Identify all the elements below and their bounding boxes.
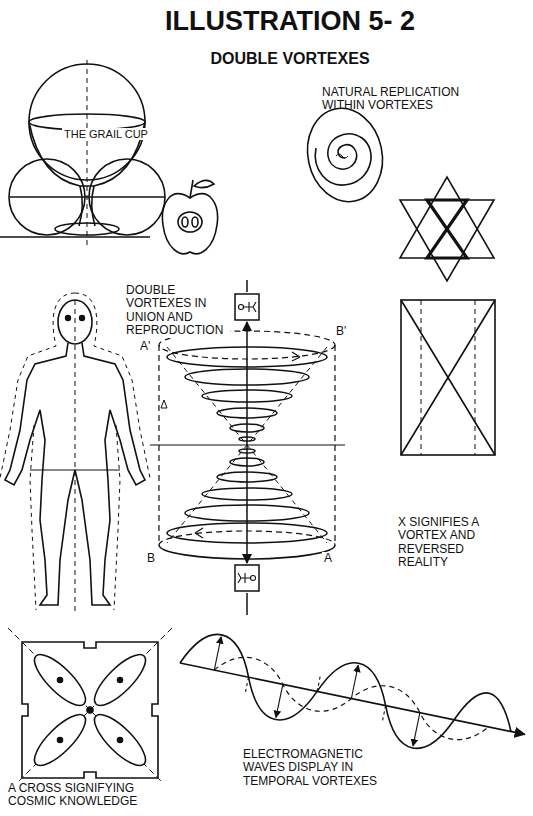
star-hourglass-part [427,200,467,258]
x-box [401,300,495,455]
egg-part [336,154,348,158]
cross-symbol-part [58,678,63,683]
double-vortex-part [195,528,203,538]
apple-part [178,212,202,232]
double-vortex-part-part [238,573,251,583]
apple-part [182,217,188,227]
double-vortex-part [246,593,248,615]
grail-cup-part [87,60,88,245]
point-letter: A [322,552,334,565]
star-hourglass [400,177,494,281]
subtitle: DOUBLE VORTEXES [180,50,400,68]
grail-cup [0,60,165,245]
grail-cup-part [0,236,150,238]
page-title: ILLUSTRATION 5- 2 [100,6,480,36]
apple-part [192,217,198,227]
double-vortex-part [246,322,248,445]
point-letter: B [145,552,157,565]
em-waves-part [173,628,519,767]
double-vortex-part [246,445,248,563]
apple-part [162,194,217,254]
figure-caption: NATURAL REPLICATION WITHIN VORTEXES [322,86,472,113]
figure-caption: X SIGNIFIES A VORTEX AND REVERSED REALIT… [398,516,510,570]
double-vortex-part [235,565,259,591]
cross-symbol-part [118,678,123,683]
em-waves-part-part [351,665,358,698]
figure-caption: DOUBLE VORTEXES IN UNION AND REPRODUCTIO… [124,284,230,338]
double-vortex-part [239,302,257,312]
human-figure-part [75,300,76,612]
egg-part [315,134,371,185]
figure-caption: ELECTROMAGNETIC WAVES DISPLAY IN TEMPORA… [243,748,383,788]
egg-part [299,101,391,208]
em-waves-part-part [245,677,249,695]
figure-caption: A CROSS SIGNIFYING COSMIC KNOWLEDGE [6,782,185,809]
cross-symbol-part [8,628,172,792]
cross-symbol-part [22,642,158,778]
x-box-part [401,300,495,455]
point-letter: B' [334,325,348,338]
double-vortex-part [161,400,167,408]
cross-symbol-part [27,707,92,772]
em-waves-part [210,651,492,746]
cross-symbol-part [58,738,63,743]
apple [162,180,217,254]
cross-symbol-part [87,707,152,772]
figure-caption: THE GRAIL CUP [62,128,150,140]
double-vortex-part-part [239,305,244,310]
em-waves-part-part [214,637,221,670]
apple-part [194,180,214,187]
em-waves-part-part [276,684,283,717]
double-vortex-part [238,573,256,583]
em-waves-part [207,637,426,746]
em-waves-part-part [382,706,386,724]
human-figure-part [66,316,71,321]
double-vortex-part [235,294,259,320]
x-box-part [421,300,475,455]
cross-symbol-part [87,707,93,713]
human-figure [0,293,150,612]
x-box-part [401,300,495,455]
double-vortex-part [292,352,300,361]
em-waves-part-part [317,674,321,692]
point-letter: A' [138,340,152,353]
cross-symbol-part [27,647,92,712]
apple-part [190,180,193,198]
cross-symbol [8,628,172,792]
double-vortex-part [246,280,248,292]
star-hourglass-part [400,200,494,281]
egg [299,101,391,208]
cross-symbol-part [118,738,123,743]
star-hourglass-part [400,177,494,258]
cross-symbol-part [87,647,152,712]
human-figure-part [30,469,120,470]
human-figure-part [80,316,85,321]
double-vortex-part-part [251,576,256,581]
double-vortex-part-part [243,302,256,312]
em-waves-part-part [413,713,420,746]
